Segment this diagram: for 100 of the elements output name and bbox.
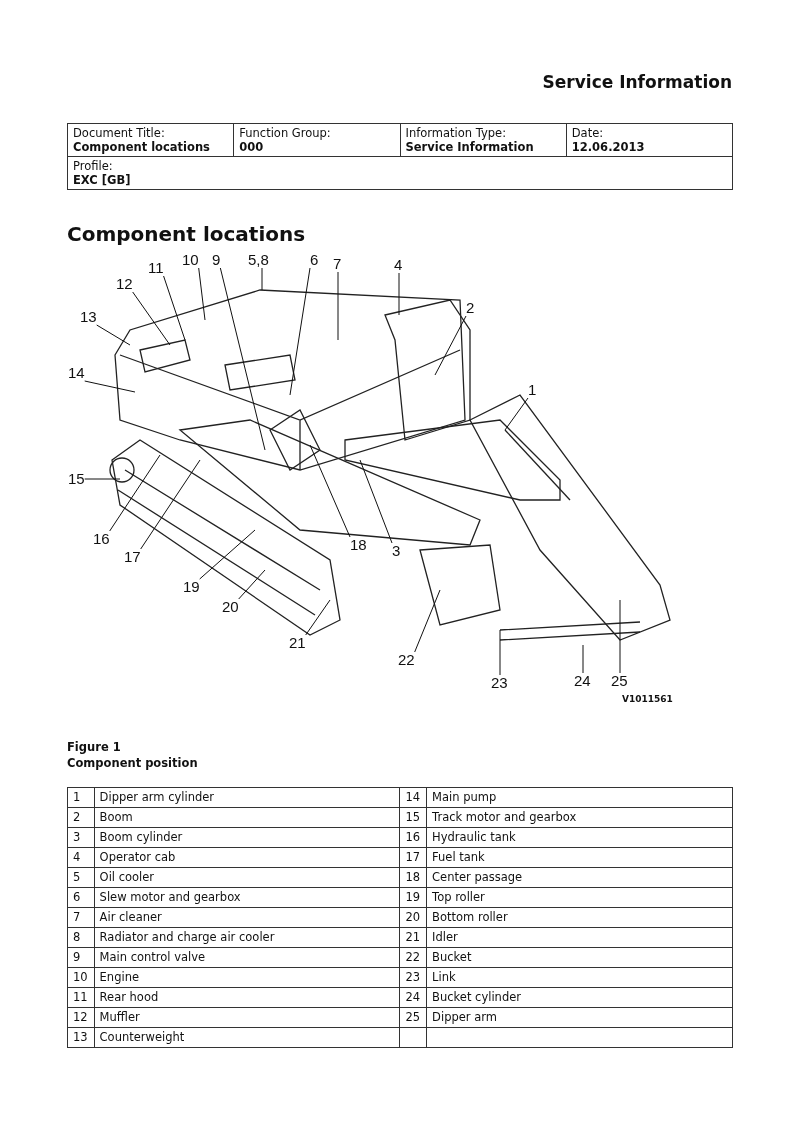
table-cell: Radiator and charge air cooler [94, 927, 400, 948]
table-cell: Track motor and gearbox [426, 807, 733, 828]
callout-number: 15 [68, 471, 85, 487]
table-cell: Bucket cylinder [426, 987, 733, 1008]
table-cell: 16 [400, 827, 427, 848]
leader-line [305, 599, 331, 636]
callout-number: 10 [182, 252, 199, 268]
table-cell: Muffler [94, 1007, 400, 1028]
table-cell: Dipper arm cylinder [94, 787, 400, 808]
table-cell: 6 [67, 887, 95, 908]
figure-caption: Component position [67, 756, 198, 770]
leader-line [199, 529, 256, 580]
callout-number: 4 [394, 257, 403, 273]
table-cell: Idler [426, 927, 733, 948]
table-cell: Main pump [426, 787, 733, 808]
callout-number: 7 [333, 256, 342, 272]
leader-line [289, 267, 311, 396]
table-cell: 24 [400, 987, 427, 1008]
leader-line [261, 267, 263, 291]
callout-number: 13 [80, 309, 97, 325]
field-label: Date: [571, 126, 605, 140]
field-value: 12.06.2013 [571, 140, 646, 154]
table-cell: 2 [67, 807, 95, 828]
callout-number: 23 [491, 675, 508, 691]
table-cell: 13 [67, 1027, 95, 1048]
table-cell: Fuel tank [426, 847, 733, 868]
table-cell: 1 [67, 787, 95, 808]
leader-line [309, 444, 351, 538]
page-heading: Component locations [67, 222, 306, 246]
table-cell: 11 [67, 987, 95, 1008]
leader-line [337, 271, 339, 341]
header-title: Service Information [542, 72, 732, 92]
table-cell: 15 [400, 807, 427, 828]
leader-line [84, 380, 136, 393]
callout-number: 6 [310, 252, 319, 268]
callout-number: 1 [528, 382, 537, 398]
leader-line [414, 589, 441, 653]
callout-number: 17 [124, 549, 141, 565]
table-cell: Top roller [426, 887, 733, 908]
table-cell: 18 [400, 867, 427, 888]
leader-line [96, 324, 131, 346]
leader-line [140, 459, 201, 550]
table-cell: Slew motor and gearbox [94, 887, 400, 908]
leader-line [109, 454, 161, 532]
field-value: Service Information [405, 140, 535, 154]
callout-number: 24 [574, 673, 591, 689]
callout-number: 14 [68, 365, 85, 381]
leader-line [132, 291, 171, 346]
image-code: V1011561 [622, 694, 673, 704]
table-cell: 9 [67, 947, 95, 968]
callout-number: 3 [392, 543, 401, 559]
callout-number: 16 [93, 531, 110, 547]
table-cell: 10 [67, 967, 95, 988]
table-cell: Bucket [426, 947, 733, 968]
table-cell: 8 [67, 927, 95, 948]
table-cell: Boom cylinder [94, 827, 400, 848]
table-cell: Engine [94, 967, 400, 988]
table-cell: 21 [400, 927, 427, 948]
table-cell: 4 [67, 847, 95, 868]
table-cell: 20 [400, 907, 427, 928]
table-cell: Operator cab [94, 847, 400, 868]
leader-line [359, 459, 393, 544]
callout-number: 19 [183, 579, 200, 595]
table-cell: 23 [400, 967, 427, 988]
callout-number: 9 [212, 252, 221, 268]
table-cell: Link [426, 967, 733, 988]
table-cell: Air cleaner [94, 907, 400, 928]
callout-number: 5,8 [248, 252, 269, 268]
field-value: EXC [GB] [73, 173, 132, 187]
table-cell: 5 [67, 867, 95, 888]
table-cell: 17 [400, 847, 427, 868]
field-value: Component locations [73, 140, 211, 154]
leader-line [238, 569, 266, 600]
table-cell: 3 [67, 827, 95, 848]
table-cell: Center passage [426, 867, 733, 888]
table-cell: Rear hood [94, 987, 400, 1008]
leader-line [219, 267, 266, 451]
callout-number: 11 [148, 260, 164, 276]
table-cell: Counterweight [94, 1027, 400, 1048]
leader-line [398, 272, 400, 316]
leader-line [619, 599, 621, 674]
leader-line [499, 629, 501, 676]
table-cell: Hydraulic tank [426, 827, 733, 848]
leader-line [434, 315, 467, 376]
table-cell: Main control valve [94, 947, 400, 968]
callout-number: 12 [116, 276, 133, 292]
table-cell: Dipper arm [426, 1007, 733, 1028]
leader-line [582, 644, 584, 674]
field-label: Document Title: [73, 126, 166, 140]
table-cell: Oil cooler [94, 867, 400, 888]
table-cell: 22 [400, 947, 427, 968]
table-cell: Bottom roller [426, 907, 733, 928]
callout-number: 25 [611, 673, 628, 689]
leader-line [198, 267, 206, 321]
field-label: Function Group: [239, 126, 332, 140]
field-value: 000 [239, 140, 265, 154]
callout-number: 21 [289, 635, 306, 651]
callout-number: 18 [350, 537, 367, 553]
field-label: Profile: [73, 159, 114, 173]
leader-line [163, 275, 186, 341]
